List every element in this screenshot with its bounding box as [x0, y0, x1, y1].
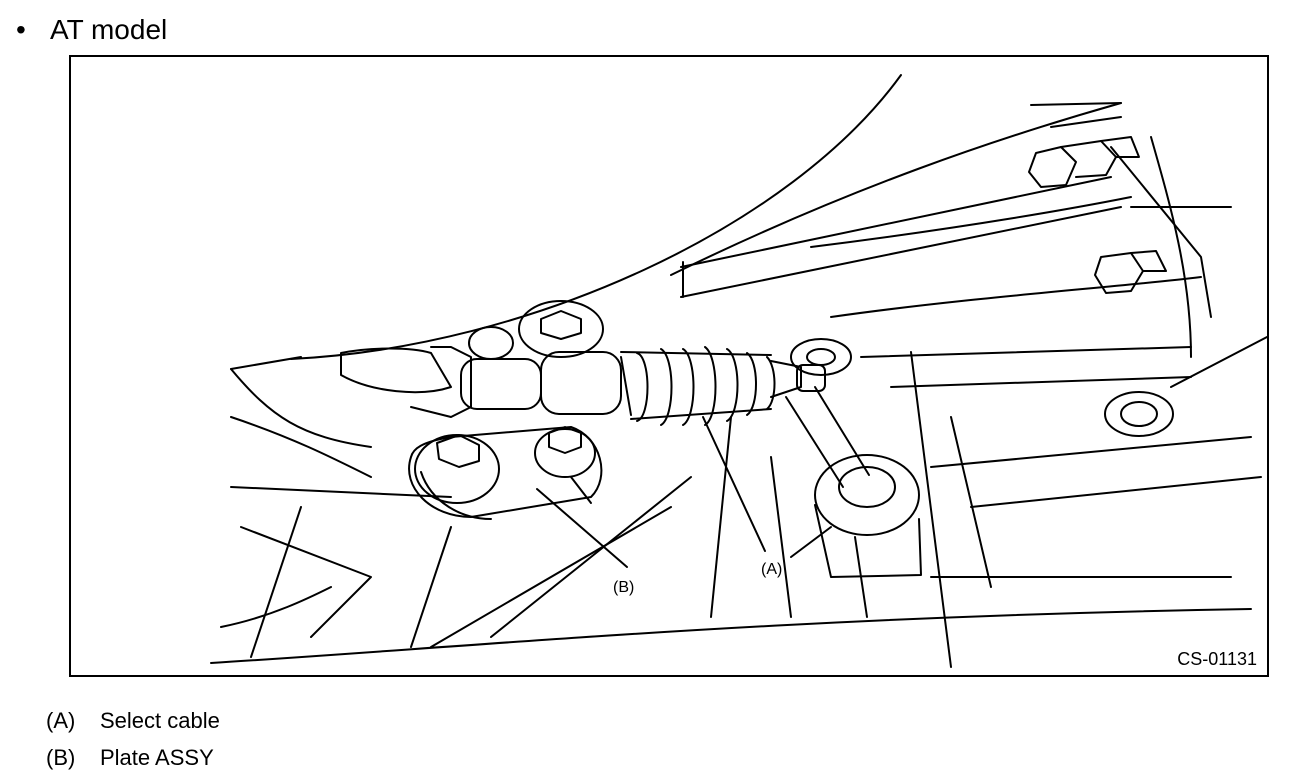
legend-item-a: (A) Select cable	[46, 708, 220, 734]
illustration-drawing	[210, 74, 1267, 668]
legend-key: (B)	[46, 745, 76, 770]
legend-label: Plate ASSY	[100, 745, 214, 770]
section-heading: • AT model	[16, 10, 167, 50]
callout-b: (B)	[613, 579, 635, 596]
legend-label: Select cable	[100, 708, 220, 733]
bullet: •	[16, 14, 26, 45]
callout-a: (A)	[761, 561, 783, 578]
heading-text: AT model	[50, 14, 168, 45]
technical-illustration: (B) (A) CS-01131	[69, 55, 1269, 677]
legend-key: (A)	[46, 708, 76, 733]
legend-item-b: (B) Plate ASSY	[46, 745, 214, 771]
figure-id: CS-01131	[1177, 649, 1257, 669]
